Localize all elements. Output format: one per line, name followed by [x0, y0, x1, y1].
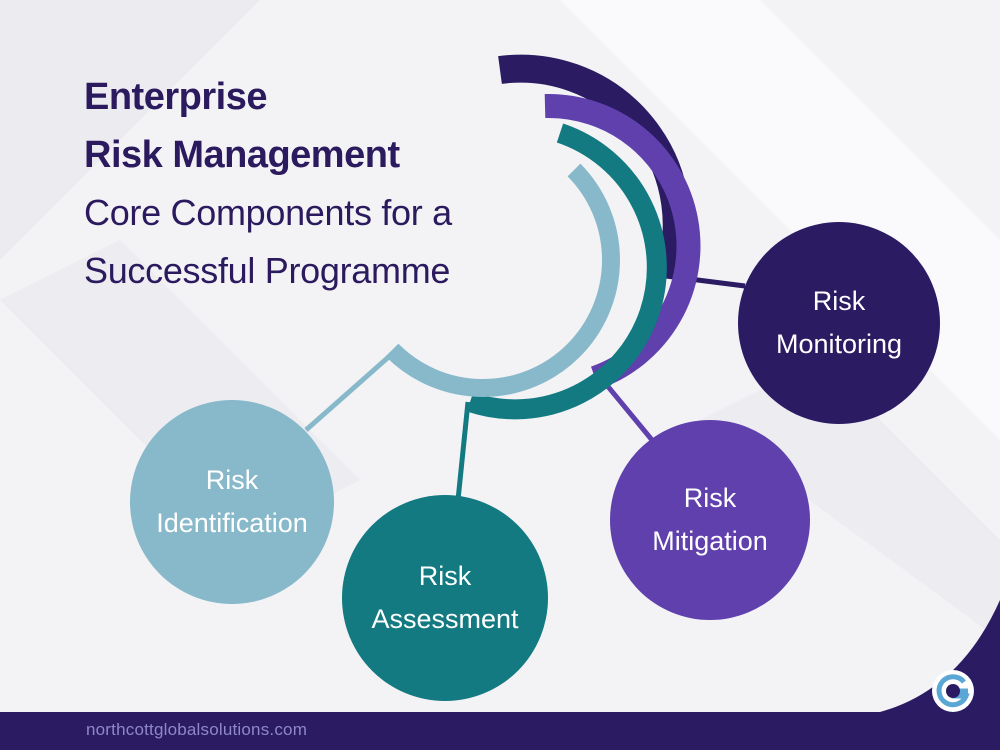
- page-title: Enterprise Risk Management Core Componen…: [84, 68, 452, 300]
- arc-assessment: [466, 123, 667, 420]
- title-line-4: Successful Programme: [84, 250, 451, 291]
- connector-assessment: [455, 401, 471, 501]
- footer-url[interactable]: northcottglobalsolutions.com: [86, 720, 308, 739]
- circle-label-line-1: Risk: [418, 561, 472, 591]
- title-line-2: Risk Management: [84, 134, 400, 176]
- company-logo-icon: [932, 670, 974, 712]
- circle-risk-monitoring: Risk Monitoring: [738, 222, 940, 424]
- arc-identification: [385, 163, 620, 397]
- footer-bar: northcottglobalsolutions.com: [0, 712, 1000, 750]
- circle-label-line-1: Risk: [683, 483, 737, 513]
- circle-label-line-1: Risk: [205, 465, 259, 495]
- connector-identification: [304, 352, 394, 432]
- arc-mitigation: [544, 93, 701, 390]
- title-line-1: Enterprise: [84, 76, 267, 118]
- circle-label-line-1: Risk: [812, 286, 866, 316]
- circle-risk-mitigation: Risk Mitigation: [610, 420, 810, 620]
- circle-risk-identification: Risk Identification: [130, 400, 334, 604]
- circle-label-line-2: Identification: [156, 508, 308, 538]
- circle-label-line-2: Monitoring: [775, 329, 903, 359]
- circle-label-line-2: Mitigation: [652, 526, 768, 556]
- circle-risk-assessment: Risk Assessment: [342, 495, 548, 701]
- circle-label-line-2: Assessment: [371, 604, 519, 634]
- title-line-3: Core Components for a: [84, 192, 452, 233]
